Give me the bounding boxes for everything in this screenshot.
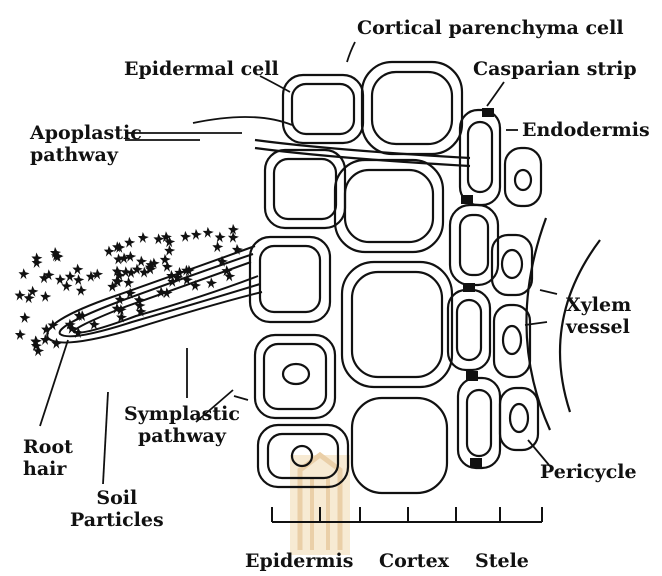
soil-particle — [61, 280, 72, 291]
label-apoplastic-line1: Apoplastic — [30, 122, 142, 144]
label-soil-line1: Soil — [70, 487, 164, 509]
label-stele: Stele — [475, 550, 529, 572]
label-casparian-strip: Casparian strip — [473, 58, 637, 80]
soil-particle — [19, 268, 30, 279]
label-soil-line2: Particles — [70, 509, 164, 531]
label-xylem-line2: vessel — [566, 316, 631, 338]
soil-particle — [20, 312, 31, 323]
cortex-cells — [255, 62, 470, 493]
soil-particle — [153, 233, 164, 244]
soil-particle — [86, 271, 97, 282]
soil-particle — [138, 232, 149, 243]
label-pericycle: Pericycle — [540, 461, 637, 483]
label-root-hair: Root hair — [23, 436, 73, 480]
soil-particle — [15, 290, 26, 301]
soil-particle — [160, 254, 171, 265]
soil-particle — [123, 277, 134, 288]
label-epidermal-cell: Epidermal cell — [124, 58, 279, 80]
soil-particle — [51, 338, 62, 349]
label-symplastic-line2: pathway — [124, 425, 240, 447]
label-symplastic-line1: Symplastic — [124, 403, 240, 425]
label-cortex: Cortex — [379, 550, 449, 572]
soil-particle — [191, 229, 202, 240]
soil-particle — [40, 291, 51, 302]
soil-particle — [92, 269, 103, 280]
soil-particle — [32, 257, 43, 268]
soil-particle — [72, 264, 83, 275]
soil-particle — [76, 285, 87, 296]
label-endodermis: Endodermis — [522, 119, 650, 141]
soil-particle — [215, 232, 226, 243]
label-cortical-parenchyma-cell: Cortical parenchyma cell — [357, 17, 624, 39]
epidermis-cells — [250, 75, 363, 487]
label-apoplastic-pathway: Apoplastic pathway — [30, 122, 142, 166]
soil-particle — [228, 232, 239, 243]
label-apoplastic-line2: pathway — [30, 144, 142, 166]
soil-particle — [65, 271, 76, 282]
soil-particle — [104, 246, 115, 257]
soil-particle — [125, 251, 136, 262]
label-root-line1: Root — [23, 436, 73, 458]
soil-particle — [136, 256, 147, 267]
label-xylem-vessel: Xylem vessel — [566, 294, 631, 338]
soil-particle — [212, 241, 223, 252]
soil-particle — [203, 227, 214, 238]
soil-particle — [15, 329, 26, 340]
soil-particle — [206, 277, 217, 288]
label-xylem-line1: Xylem — [566, 294, 631, 316]
label-soil-particles: Soil Particles — [70, 487, 164, 531]
soil-particle — [55, 274, 66, 285]
logo-watermark — [290, 455, 350, 555]
label-root-line2: hair — [23, 458, 73, 480]
label-symplastic-pathway: Symplastic pathway — [124, 403, 240, 447]
soil-particle — [124, 237, 135, 248]
label-epidermis: Epidermis — [245, 550, 353, 572]
soil-particle — [164, 245, 175, 256]
soil-particle — [180, 231, 191, 242]
